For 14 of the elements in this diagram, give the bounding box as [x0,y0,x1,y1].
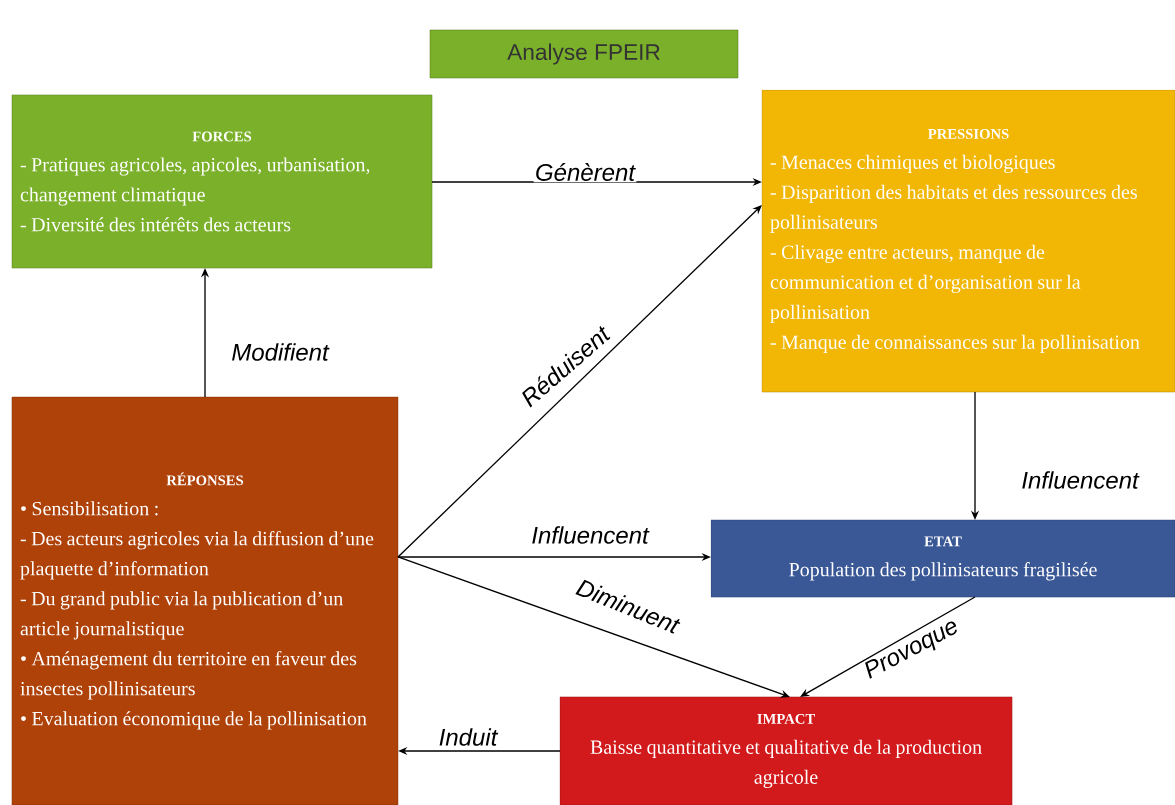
arrow [800,596,976,697]
edge-label: Influencent [529,524,651,546]
process-box: PRESSIONS - Menaces chimiques et biologiques - Disparition des habitats et des ressources des pollinisateurs - Clivage entre acteurs, manque de communication et d’organisation sur la pollinisation - Manque de connaissances sur la pollinisation [761,89,1175,393]
title-box: Analyse FPEIR [429,29,739,79]
process-box: FORCES - Pratiques agricoles, apicoles, urbanisation, changement climatique - Diversité des intérêts des acteurs [11,94,433,269]
process-box: ETAT Population des pollinisateurs fragilisée [710,519,1175,598]
process-box: IMPACT Baisse quantitative et qualitative de la production agricole [559,696,1013,805]
edge-label: Induit [437,726,499,748]
arrow [397,556,790,698]
edge-label: Modifient [230,341,331,363]
edge-label: Influencent [1019,469,1141,491]
edge-label: Génèrent [533,161,637,183]
process-box: RÉPONSES • Sensibilisation : - Des acteurs agricoles via la diffusion d’une plaquette d’information - Du grand public via la publication d’un article journalistique • Aménagement du territoire en faveur des insectes pollinisateurs • Evaluation économique de la pollinisation [11,396,399,805]
arrow [397,205,762,558]
